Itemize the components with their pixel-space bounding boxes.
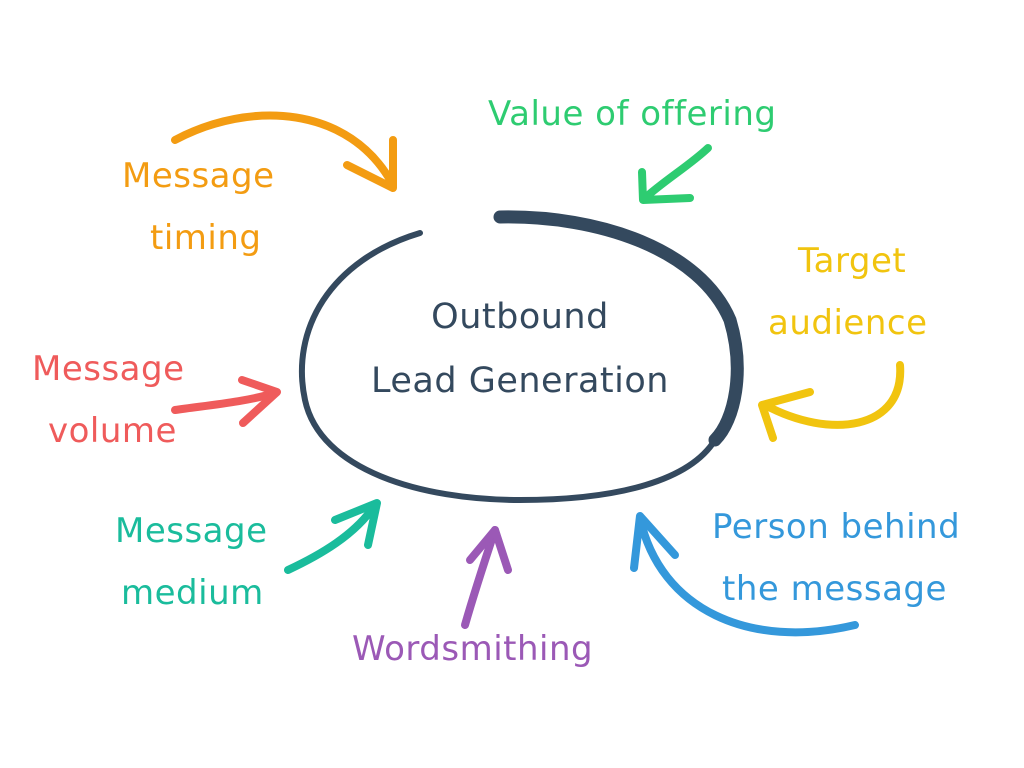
label-message-medium-line-2: medium	[121, 573, 264, 613]
label-person-behind-message-line-2: the message	[722, 569, 947, 609]
arrow-message-volume	[171, 376, 281, 427]
label-message-volume-line-1: Message	[32, 349, 185, 389]
label-wordsmithing: Wordsmithing	[352, 618, 593, 680]
label-target-audience-line-2: audience	[768, 303, 928, 343]
label-message-medium: Message medium	[115, 500, 268, 624]
arrow-wordsmithing	[461, 526, 512, 629]
label-target-audience-line-1: Target	[798, 241, 907, 281]
center-title-line-2: Lead Generation	[371, 361, 669, 401]
label-target-audience: Target audience	[768, 230, 928, 354]
arrow-message-timing	[171, 111, 397, 192]
label-person-behind-message-line-1: Person behind	[712, 507, 961, 547]
label-message-volume-line-2: volume	[48, 411, 177, 451]
label-value-of-offering: Value of offering	[488, 83, 776, 145]
label-wordsmithing-line-1: Wordsmithing	[352, 629, 594, 669]
arrow-person-behind-message	[630, 512, 859, 637]
center-title: Outbound Lead Generation	[300, 285, 740, 413]
center-title-line-1: Outbound	[431, 297, 609, 337]
center-ellipse-thick-stroke	[493, 210, 744, 447]
label-value-of-offering-line-1: Value of offering	[488, 94, 777, 134]
center-ellipse	[298, 210, 744, 504]
arrow-target-audience	[758, 361, 905, 442]
label-message-timing-line-1: Message	[122, 156, 275, 196]
label-message-volume: Message volume	[32, 338, 185, 462]
arrow-message-medium	[284, 499, 381, 574]
label-message-medium-line-1: Message	[115, 511, 268, 551]
label-message-timing-line-2: timing	[150, 218, 262, 258]
label-message-timing: Message timing	[122, 145, 275, 269]
arrow-value-of-offering	[638, 144, 712, 204]
label-person-behind-message: Person behind the message	[712, 496, 960, 620]
center-ellipse-thin-stroke	[298, 230, 718, 504]
